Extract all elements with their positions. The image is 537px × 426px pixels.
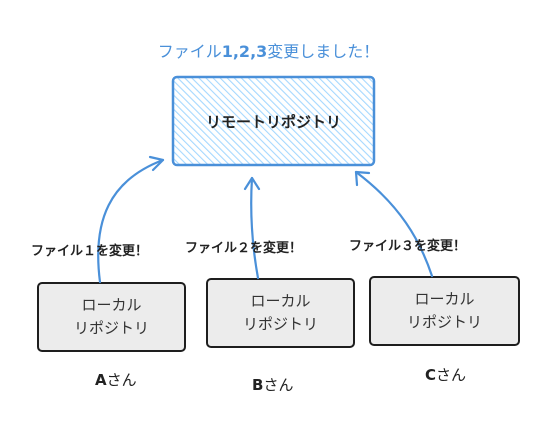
local-repository-b-box[interactable] xyxy=(206,278,355,348)
local-repository-c-box[interactable] xyxy=(369,276,520,346)
local-b-line1: ローカル xyxy=(250,292,311,310)
title-numbers: 1,2,3 xyxy=(221,42,268,61)
push-arrow-c xyxy=(354,170,434,278)
push-arrow-b xyxy=(243,176,261,280)
change-label-a: ファイル１を変更！ xyxy=(31,244,149,259)
diagram-title: ファイル1,2,3変更しました！ xyxy=(0,38,537,62)
user-c-letter: C xyxy=(425,366,437,384)
local-repository-a-box[interactable] xyxy=(37,282,186,352)
user-a-suffix: さん xyxy=(106,371,137,389)
change-label-b: ファイル２を変更！ xyxy=(185,241,303,256)
local-a-line2: リポジトリ xyxy=(73,319,149,337)
local-c-line2: リポジトリ xyxy=(406,313,482,331)
user-label-c: Cさん xyxy=(425,364,466,385)
user-c-suffix: さん xyxy=(436,366,467,384)
user-label-b: Bさん xyxy=(252,374,293,395)
local-repository-a-label: ローカル リポジトリ xyxy=(38,283,185,351)
user-b-letter: B xyxy=(252,376,264,394)
local-a-line1: ローカル xyxy=(81,296,142,314)
local-repository-c-label: ローカル リポジトリ xyxy=(370,277,519,345)
push-arrow-a xyxy=(97,155,165,284)
user-a-letter: A xyxy=(95,371,107,389)
local-c-line1: ローカル xyxy=(414,290,475,308)
remote-repository-label: リモートリポジトリ xyxy=(205,112,341,131)
change-label-c: ファイル３を変更！ xyxy=(349,239,467,254)
remote-repository-box[interactable] xyxy=(171,75,376,167)
local-b-line2: リポジトリ xyxy=(242,315,318,333)
user-b-suffix: さん xyxy=(263,376,294,394)
local-repository-b-label: ローカル リポジトリ xyxy=(207,279,354,347)
user-label-a: Aさん xyxy=(95,369,137,390)
title-prefix: ファイル xyxy=(157,42,222,61)
title-suffix: 変更しました！ xyxy=(267,42,380,61)
